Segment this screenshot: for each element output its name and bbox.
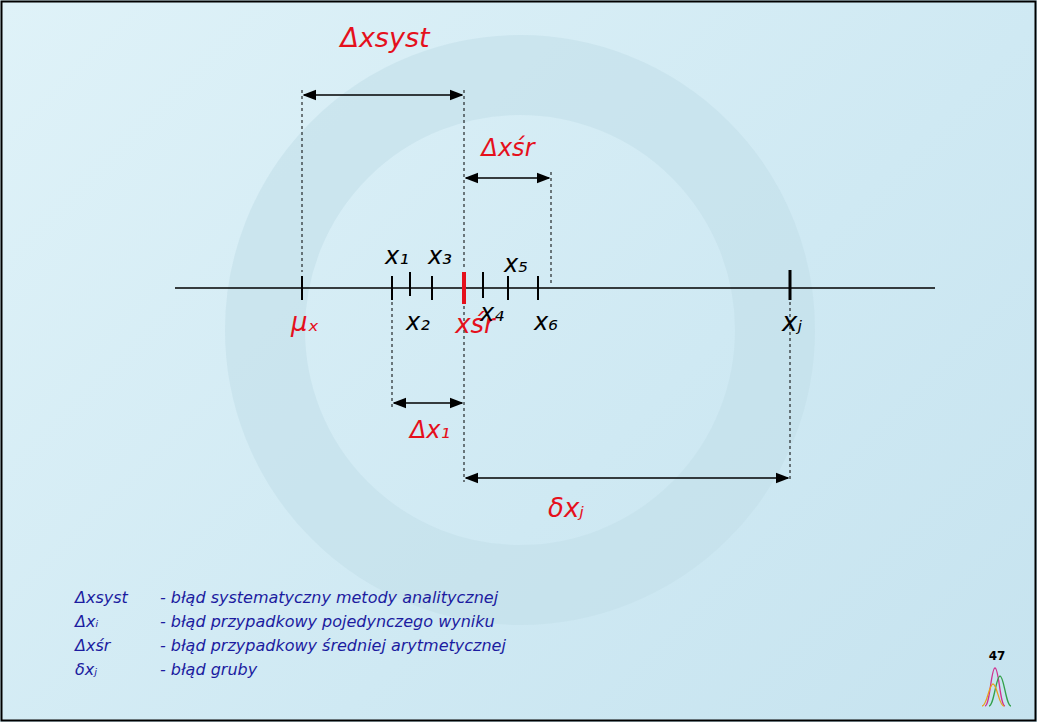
legend-description: - błąd systematyczny metody analitycznej [160,589,498,607]
error-symbol: δxⱼ [548,494,584,523]
legend-symbol: δxⱼ [75,661,97,679]
value-label: x₅ [504,251,528,277]
page-logo [982,668,1011,706]
background-ring [265,75,775,585]
legend-symbol: Δxᵢ [75,613,98,631]
legend-description: - błąd gruby [160,661,257,679]
value-label: x₁ [385,243,409,269]
legend-symbol: Δxsyst [75,589,128,607]
page-number: 47 [989,650,1006,663]
axis-line [175,287,935,289]
error-symbol: Δxsyst [340,23,429,53]
value-label: x₆ [534,309,558,335]
legend-description: - błąd przypadkowy średniej arytmetyczne… [160,637,506,655]
dimension-arrows [304,95,788,478]
value-label: x₂ [406,309,430,335]
legend-description: - błąd przypadkowy pojedynczego wyniku [160,613,495,631]
true-value-label: μₓ [291,308,319,337]
guide-lines [302,90,790,482]
mean-tick [462,272,466,304]
value-label: x₄ [480,300,504,326]
error-symbol: Δx₁ [410,417,450,443]
error-symbol: Δxśr [482,135,535,161]
value-label: x₃ [428,243,452,269]
legend-symbol: Δxśr [75,637,110,655]
ticks [302,270,790,300]
value-label: xⱼ [782,308,802,337]
